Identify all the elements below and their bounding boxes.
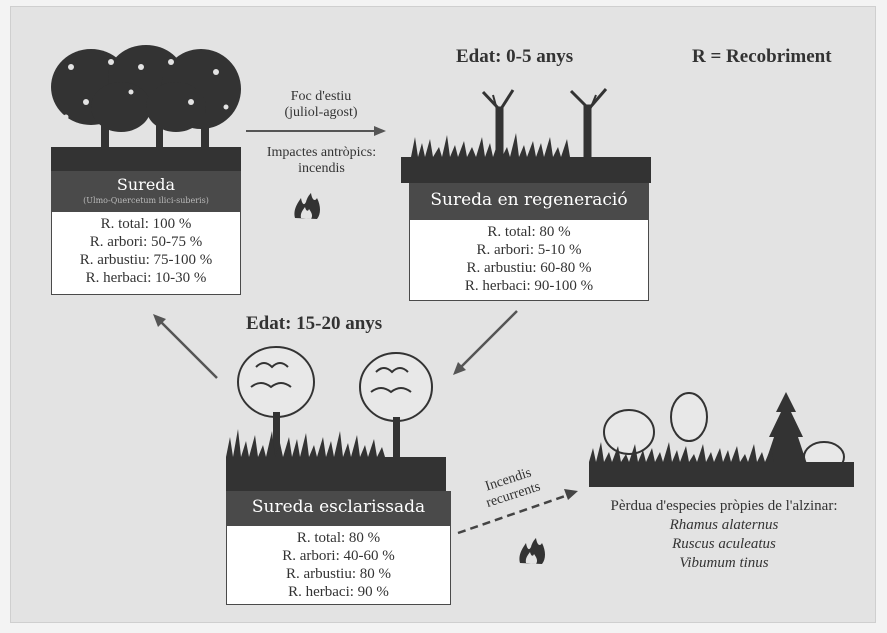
stat-row: R. herbaci: 90-100 % [464, 278, 594, 294]
burnt-forest-illustration [401, 88, 651, 183]
diagram-frame: R = Recobriment Sureda (Ulmo-Quercetum i… [10, 6, 876, 623]
sureda-title: Sureda (Ulmo-Quercetum ilici-suberis) [51, 171, 241, 211]
stat-row: R. arbustiu: 75-100 % [79, 252, 213, 268]
stat-row: R. total: 80 % [296, 530, 381, 546]
regeneration-title: Sureda en regeneració [409, 183, 649, 219]
stat-row: R. herbaci: 10-30 % [85, 270, 207, 286]
regeneration-title-text: Sureda en regeneració [430, 190, 628, 210]
species-item: Ruscus aculeatus [672, 536, 776, 552]
stat-row: R. arbori: 5-10 % [476, 242, 582, 258]
fire-icon [519, 538, 545, 564]
arrow-to-esclarissada [453, 310, 518, 375]
sureda-title-text: Sureda [116, 175, 176, 194]
stat-row: R. total: 80 % [487, 224, 571, 240]
loss-heading: Pèrdua d'especies pròpies de l'alzinar: [610, 498, 838, 514]
stat-row: R. arbori: 40-60 % [282, 548, 395, 564]
species-loss: Pèrdua d'especies pròpies de l'alzinar: … [589, 497, 859, 573]
sureda-stats: R. total: 100 % R. arbori: 50-75 % R. ar… [51, 211, 241, 295]
esclarissada-title: Sureda esclarissada [226, 491, 451, 525]
age-15-20: Edat: 15-20 anys [246, 313, 383, 334]
fire-season-line1: Foc d'estiu [290, 89, 352, 104]
stat-row: R. arbustiu: 60-80 % [466, 260, 592, 276]
stat-row: R. total: 100 % [100, 216, 192, 232]
fire-season-line2: (juliol-agost) [284, 105, 358, 120]
sureda-subtitle: (Ulmo-Quercetum ilici-suberis) [83, 196, 209, 205]
arrow-to-regeneration [246, 126, 386, 136]
stat-row: R. arbori: 50-75 % [89, 234, 203, 250]
fire-season-label: Foc d'estiu (juliol-agost) [266, 89, 376, 121]
dashed-arrow-to-loss [457, 489, 578, 535]
forest-illustration [51, 45, 241, 177]
shrubland-illustration [589, 392, 854, 487]
age-0-5: Edat: 0-5 anys [456, 46, 574, 67]
esclarissada-stats: R. total: 80 % R. arbori: 40-60 % R. arb… [226, 525, 451, 605]
impacts-line2: incendis [298, 161, 345, 176]
legend-recobriment: R = Recobriment [692, 46, 832, 67]
stat-row: R. arbustiu: 80 % [286, 566, 391, 582]
regeneration-stats: R. total: 80 % R. arbori: 5-10 % R. arbu… [409, 219, 649, 301]
sparse-forest-illustration [226, 346, 446, 492]
species-item: Vibumum tinus [679, 555, 769, 571]
impacts-line1: Impactes antròpics: [266, 145, 377, 160]
fire-icon [294, 193, 320, 219]
species-item: Rhamus alaternus [669, 517, 779, 533]
arrow-to-sureda [153, 314, 218, 379]
stat-row: R. herbaci: 90 % [288, 584, 389, 600]
anthropic-impacts-label: Impactes antròpics: incendis [259, 145, 384, 177]
esclarissada-title-text: Sureda esclarissada [251, 497, 426, 517]
